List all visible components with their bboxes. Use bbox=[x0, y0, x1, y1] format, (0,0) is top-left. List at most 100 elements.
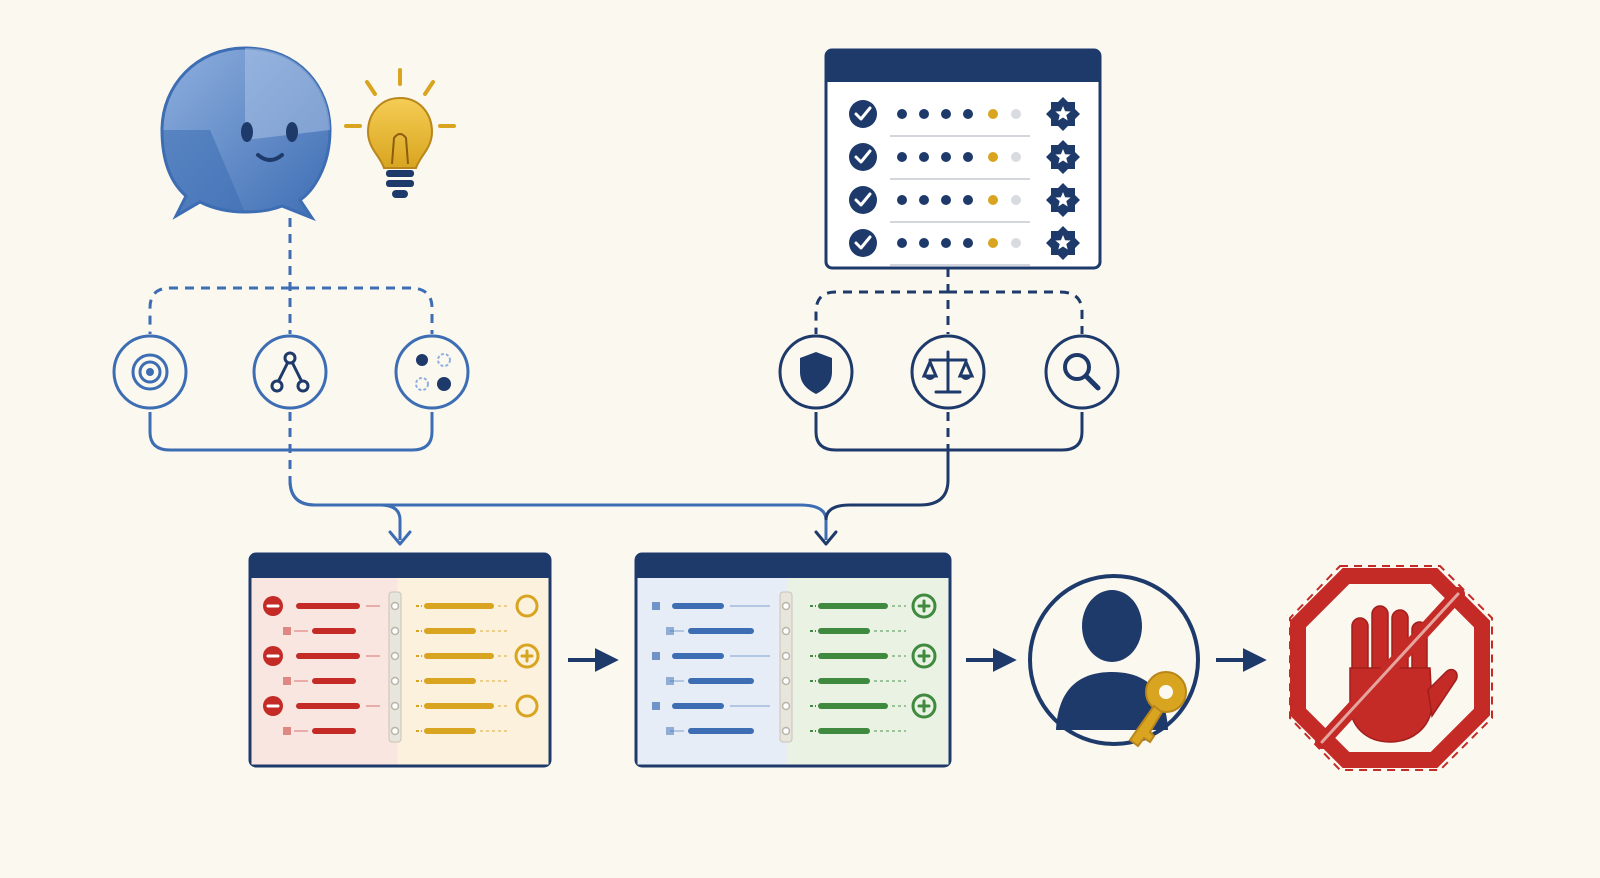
rating-dot bbox=[963, 195, 973, 205]
checklist-row bbox=[849, 183, 1080, 223]
diff-line-bar bbox=[672, 603, 724, 609]
line-marker bbox=[283, 627, 291, 635]
person-with-key-icon bbox=[1028, 574, 1200, 748]
assistant-bubble-icon bbox=[160, 46, 332, 222]
rating-dot bbox=[1011, 238, 1021, 248]
diff-row bbox=[263, 594, 539, 618]
gutter-dot bbox=[390, 726, 400, 736]
diff-row bbox=[652, 693, 937, 719]
rating-dot bbox=[963, 238, 973, 248]
rating-dot bbox=[941, 109, 951, 119]
rating-dot bbox=[941, 152, 951, 162]
diff-line-bar bbox=[818, 728, 870, 734]
diff-row bbox=[652, 643, 937, 669]
gutter-dot bbox=[390, 676, 400, 686]
rating-dot bbox=[988, 152, 998, 162]
diff-line-bar bbox=[818, 653, 888, 659]
diff-line-bar bbox=[818, 703, 888, 709]
star-badge-icon bbox=[1046, 183, 1080, 217]
diff-line-bar bbox=[818, 678, 870, 684]
rating-dot bbox=[963, 152, 973, 162]
diff-row bbox=[283, 676, 508, 686]
removal-icon bbox=[263, 646, 283, 666]
diff-row bbox=[283, 726, 508, 736]
shield-icon bbox=[778, 334, 854, 410]
rating-dot bbox=[988, 195, 998, 205]
diff-row bbox=[263, 694, 539, 718]
line-marker bbox=[666, 677, 674, 685]
diff-line-bar bbox=[296, 603, 360, 609]
gutter-dot bbox=[781, 726, 791, 736]
diff-line-bar bbox=[312, 728, 356, 734]
gutter-dot bbox=[390, 626, 400, 636]
rating-dot bbox=[988, 109, 998, 119]
dots-cluster-icon bbox=[394, 334, 470, 410]
rating-dot bbox=[963, 109, 973, 119]
lightbulb-icon bbox=[344, 68, 456, 198]
gutter-dot bbox=[781, 676, 791, 686]
star-badge-icon bbox=[1046, 226, 1080, 260]
merge-to-diffs-connectors bbox=[288, 450, 950, 546]
diff-line-bar bbox=[688, 678, 754, 684]
diff-row bbox=[666, 676, 906, 686]
removal-icon bbox=[263, 596, 283, 616]
diff-line-bar bbox=[818, 603, 888, 609]
diff-row bbox=[666, 726, 906, 736]
line-marker bbox=[652, 602, 660, 610]
rating-dot bbox=[941, 195, 951, 205]
right-branch-connectors bbox=[814, 268, 1084, 450]
diff-line-bar bbox=[672, 703, 724, 709]
rating-dot bbox=[897, 238, 907, 248]
check-circle-icon bbox=[849, 229, 877, 257]
diff-line-bar bbox=[312, 628, 356, 634]
diff-line-bar bbox=[296, 653, 360, 659]
check-circle-icon bbox=[849, 100, 877, 128]
diff-line-bar bbox=[424, 728, 476, 734]
diff-row bbox=[263, 643, 540, 669]
ring-icon bbox=[515, 694, 539, 718]
removal-icon bbox=[263, 696, 283, 716]
rating-dot bbox=[919, 195, 929, 205]
diff-row bbox=[283, 626, 508, 636]
line-marker bbox=[652, 652, 660, 660]
plus-icon bbox=[911, 643, 937, 669]
diff-row bbox=[666, 626, 906, 636]
rating-dot bbox=[897, 109, 907, 119]
star-badge-icon bbox=[1046, 97, 1080, 131]
checklist-row bbox=[849, 140, 1080, 180]
gutter-dot bbox=[781, 701, 791, 711]
line-marker bbox=[652, 702, 660, 710]
stop-hand-icon bbox=[1289, 565, 1493, 771]
checklist-row bbox=[849, 97, 1080, 137]
rating-dot bbox=[897, 195, 907, 205]
magnifier-icon bbox=[1044, 334, 1120, 410]
gutter-dot bbox=[390, 651, 400, 661]
line-marker bbox=[283, 727, 291, 735]
rating-dot bbox=[1011, 195, 1021, 205]
branching-nodes-icon bbox=[252, 334, 328, 410]
gutter-dot bbox=[390, 601, 400, 611]
diff-row bbox=[652, 593, 937, 619]
plus-icon bbox=[911, 693, 937, 719]
plus-icon bbox=[514, 643, 540, 669]
gutter-dot bbox=[781, 651, 791, 661]
check-circle-icon bbox=[849, 186, 877, 214]
diff-line-bar bbox=[424, 628, 476, 634]
diff-line-bar bbox=[424, 678, 476, 684]
line-marker bbox=[666, 627, 674, 635]
check-circle-icon bbox=[849, 143, 877, 171]
diff-window-revised bbox=[634, 552, 952, 768]
left-merge-connector bbox=[148, 412, 434, 452]
diff-line-bar bbox=[296, 703, 360, 709]
diff-line-bar bbox=[818, 628, 870, 634]
diff-line-bar bbox=[312, 678, 356, 684]
diff-line-bar bbox=[424, 603, 494, 609]
diff-line-bar bbox=[688, 628, 754, 634]
checklist-window-icon bbox=[824, 48, 1102, 270]
rating-dot bbox=[988, 238, 998, 248]
rating-dot bbox=[919, 152, 929, 162]
rating-dot bbox=[919, 238, 929, 248]
rating-dot bbox=[1011, 109, 1021, 119]
diff-line-bar bbox=[424, 653, 494, 659]
